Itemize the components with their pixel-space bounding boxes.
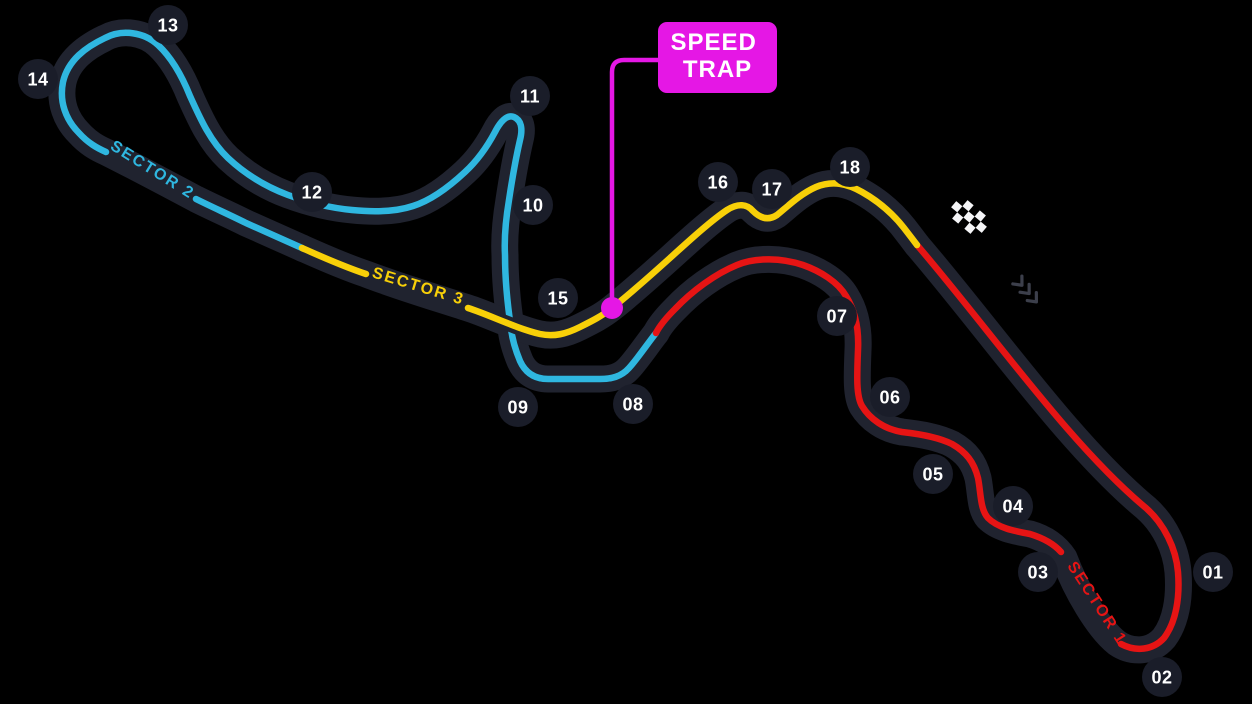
turn-marker-14: 14 (18, 59, 58, 99)
turn-marker-number: 10 (522, 196, 543, 216)
turn-marker-number: 18 (839, 158, 860, 178)
turn-marker-circle (870, 377, 910, 417)
turn-marker-circle (698, 162, 738, 202)
turn-marker-01: 01 (1193, 552, 1233, 592)
turn-marker-number: 03 (1027, 563, 1048, 583)
turn-marker-number: 15 (547, 289, 568, 309)
chevron-1 (1011, 274, 1024, 287)
turn-marker-circle (148, 5, 188, 45)
flag-cell (952, 212, 964, 224)
speed-trap-dot (601, 297, 623, 319)
turn-marker-circle (1193, 552, 1233, 592)
speed-trap-label-box (658, 22, 777, 93)
turn-marker-08: 08 (613, 384, 653, 424)
track-sectors (58, 29, 1182, 653)
turn-marker-number: 13 (157, 16, 178, 36)
chevron-2 (1018, 282, 1031, 296)
track-outline-sector1 (642, 231, 1192, 664)
turn-marker-circle (913, 454, 953, 494)
turn-marker-circle (513, 185, 553, 225)
turn-marker-circle (498, 387, 538, 427)
turn-marker-circle (1018, 552, 1058, 592)
turn-marker-number: 14 (27, 70, 48, 90)
turn-marker-04: 04 (993, 486, 1033, 526)
turn-marker-circle (18, 59, 58, 99)
turn-marker-number: 12 (301, 183, 322, 203)
turn-marker-number: 16 (707, 173, 728, 193)
turn-marker-circle (292, 172, 332, 212)
turn-marker-number: 02 (1151, 668, 1172, 688)
sector-1-track-line (913, 241, 1182, 653)
turn-marker-circle (993, 486, 1033, 526)
turn-marker-11: 11 (510, 76, 550, 116)
sector-3-track-line-end (464, 180, 921, 339)
turn-marker-circle (830, 147, 870, 187)
turn-marker-circle (613, 384, 653, 424)
checkered-flag-icon (951, 200, 987, 234)
turn-marker-number: 06 (879, 388, 900, 408)
turn-marker-07: 07 (817, 296, 857, 336)
turn-marker-circle (817, 296, 857, 336)
turn-marker-circle (510, 76, 550, 116)
turn-marker-number: 07 (826, 307, 847, 327)
turn-marker-16: 16 (698, 162, 738, 202)
sector-1-track-line-end (652, 256, 1065, 556)
flag-cell (975, 221, 987, 233)
sector-2-track-line-end (192, 195, 306, 252)
sector-3-track-line (298, 244, 370, 278)
turn-marker-15: 15 (538, 278, 578, 318)
turn-marker-09: 09 (498, 387, 538, 427)
turn-marker-circle (1142, 657, 1182, 697)
direction-chevrons-icon (1011, 274, 1039, 304)
chevron-3 (1025, 291, 1039, 304)
turn-marker-12: 12 (292, 172, 332, 212)
turn-marker-number: 08 (622, 395, 643, 415)
speed-trap-label: SPEED TRAP (670, 29, 764, 83)
turn-marker-number: 01 (1202, 563, 1223, 583)
turn-marker-03: 03 (1018, 552, 1058, 592)
turn-marker-number: 05 (922, 465, 943, 485)
track-outline (48, 19, 1192, 664)
turn-marker-circle (538, 278, 578, 318)
turn-marker-02: 02 (1142, 657, 1182, 697)
turn-marker-17: 17 (752, 169, 792, 209)
turn-marker-18: 18 (830, 147, 870, 187)
flag-cell (951, 201, 963, 213)
flag-cell (963, 211, 975, 223)
turn-marker-number: 11 (520, 87, 540, 107)
sector-2-track-line (58, 29, 660, 383)
turn-marker-06: 06 (870, 377, 910, 417)
turn-marker-05: 05 (913, 454, 953, 494)
turn-marker-number: 04 (1002, 497, 1023, 517)
speed-trap-connector-line (609, 57, 661, 302)
turn-marker-13: 13 (148, 5, 188, 45)
turn-markers: 01 02 03 04 05 06 07 08 09 10 11 12 13 14 15 16 17 18 (18, 5, 1233, 697)
flag-cell (974, 210, 986, 222)
flag-cell (962, 200, 974, 212)
turn-marker-number: 17 (761, 180, 782, 200)
turn-marker-number: 09 (507, 398, 528, 418)
turn-marker-circle (752, 169, 792, 209)
flag-cell (964, 222, 976, 234)
speed-trap-callout: SPEED TRAP (601, 22, 777, 319)
turn-marker-10: 10 (513, 185, 553, 225)
